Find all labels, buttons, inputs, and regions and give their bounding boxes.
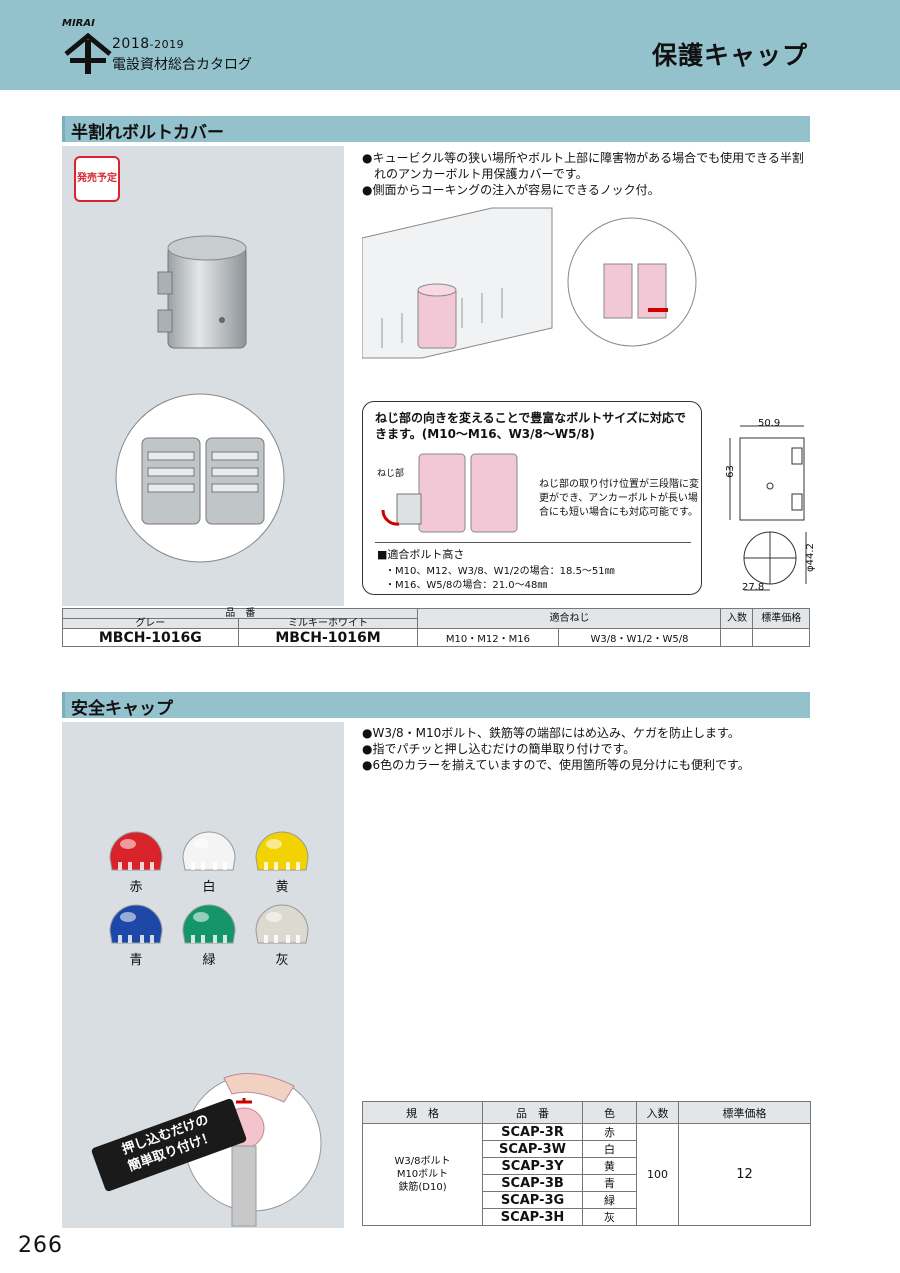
- spec-line: M10ボルト: [396, 1169, 449, 1180]
- feature-item: 指でパチッと押し込むだけの簡単取り付けです。: [362, 741, 812, 757]
- part-code: SCAP-3H: [482, 1208, 583, 1226]
- cap-label-white: 白: [202, 880, 216, 895]
- part-code: SCAP-3W: [482, 1140, 583, 1158]
- dimension-drawing: [729, 425, 807, 591]
- thread-metric: M10・M12・M16: [417, 628, 559, 647]
- cap-label-blue: 青: [129, 953, 143, 968]
- catalog-year: 2018-2019: [112, 36, 184, 52]
- color-caps-image: [109, 831, 309, 944]
- price-cell: [752, 628, 810, 647]
- dim-diameter: φ44.2: [804, 543, 816, 572]
- header-spec: 規 格: [362, 1101, 483, 1124]
- color-cell: 赤: [582, 1123, 637, 1141]
- installation-illustration: [362, 198, 697, 366]
- bolt-cover-cutaway-image: [115, 393, 285, 563]
- thread-inch: W3/8・W1/2・W5/8: [557, 628, 722, 647]
- color-cell: 灰: [582, 1208, 637, 1226]
- color-cell: 黄: [582, 1157, 637, 1175]
- header-white: ミルキーホワイト: [237, 618, 419, 629]
- cap-label-green: 緑: [202, 953, 216, 968]
- cap-label-grey: 灰: [275, 953, 289, 968]
- color-cell: 白: [582, 1140, 637, 1158]
- color-cell: 緑: [582, 1191, 637, 1209]
- safety-cap-spec-table: 規 格 品 番 色 入数 標準価格 W3/8ボルト M10ボルト鉄筋(D10) S…: [362, 1101, 811, 1226]
- callout-divider: [375, 542, 691, 543]
- cap-label-red: 赤: [129, 880, 143, 895]
- callout-title: ねじ部の向きを変えることで豊富なボルトサイズに対応できます。(M10〜M16、W…: [375, 411, 686, 441]
- part-code: SCAP-3R: [482, 1123, 583, 1141]
- part-code: SCAP-3Y: [482, 1157, 583, 1175]
- bolt-cover-spec-table: 品 番 適合ねじ 入数 標準価格 グレー ミルキーホワイト MBCH-1016G…: [61, 608, 810, 647]
- page-header: MIRAI 2018-2019 電設資材総合カタログ 保護キャップ: [0, 0, 900, 90]
- cap-1: [182, 831, 236, 871]
- header-price: 標準価格: [752, 608, 810, 629]
- part-code-white: MBCH-1016M: [237, 628, 419, 647]
- section-title: 安全キャップ: [71, 699, 173, 719]
- page-number: 266: [18, 1233, 63, 1258]
- safety-cap-features: W3/8・M10ボルト、鉄筋等の端部にはめ込み、ケガを防止します。 指でパチッと…: [362, 725, 812, 773]
- feature-item: W3/8・M10ボルト、鉄筋等の端部にはめ込み、ケガを防止します。: [362, 725, 812, 741]
- qty-cell: [720, 628, 754, 647]
- feature-item: 6色のカラーを揃えていますので、使用箇所等の見分けにも便利です。: [362, 757, 812, 773]
- header-qty: 入数: [720, 608, 754, 629]
- cap-5: [255, 904, 309, 944]
- part-code-grey: MBCH-1016G: [62, 628, 239, 647]
- cap-label-yellow: 黄: [275, 880, 289, 895]
- spec-line: 鉄筋(D10): [398, 1182, 447, 1193]
- section-bar-bolt-cover: 半割れボルトカバー: [62, 116, 810, 143]
- part-code: SCAP-3G: [482, 1191, 583, 1209]
- section-bar-safety-cap: 安全キャップ: [62, 692, 810, 719]
- page-title: 保護キャップ: [651, 41, 808, 70]
- bolt-cover-image: [157, 235, 247, 349]
- bolt-height-row: ・M10、M12、W3/8、W1/2の場合：18.5〜51㎜: [385, 566, 615, 577]
- price-cell: 12: [678, 1123, 811, 1226]
- feature-item: キュービクル等の狭い場所やボルト上部に障害物がある場合でも使用できる半割れのアン…: [362, 150, 812, 182]
- header-qty: 入数: [636, 1101, 679, 1124]
- part-code: SCAP-3B: [482, 1174, 583, 1192]
- thread-diagram: [381, 453, 518, 533]
- cap-4: [182, 904, 236, 944]
- header-part-number: 品 番: [482, 1101, 583, 1124]
- section-title: 半割れボルトカバー: [71, 123, 224, 143]
- cap-0: [109, 831, 163, 871]
- year-main: 2018: [112, 36, 150, 52]
- spec-line: W3/8ボルト: [394, 1156, 451, 1167]
- header-color: 色: [582, 1101, 637, 1124]
- header-part-number: 品 番: [61, 608, 419, 619]
- dim-height: 63: [724, 465, 736, 478]
- header-price: 標準価格: [678, 1101, 811, 1124]
- header-thread: 適合ねじ: [417, 608, 722, 629]
- dim-depth: 27.8: [742, 582, 765, 593]
- logo-text: MIRAI: [62, 18, 95, 29]
- cap-3: [109, 904, 163, 944]
- bolt-height-row: ・M16、W5/8の場合：21.0〜48㎜: [385, 580, 548, 591]
- cap-2: [255, 831, 309, 871]
- catalog-title: 電設資材総合カタログ: [112, 57, 252, 73]
- callout-note: ねじ部の取り付け位置が三段階に変更ができ、アンカーボルトが長い場合にも短い場合に…: [539, 479, 699, 518]
- thread-label: ねじ部: [377, 469, 405, 479]
- mirai-logo: MIRAI: [62, 18, 112, 74]
- qty-cell: 100: [636, 1123, 679, 1226]
- spec-cell: W3/8ボルト M10ボルト鉄筋(D10): [362, 1123, 483, 1226]
- feature-item: 側面からコーキングの注入が容易にできるノック付。: [362, 182, 812, 198]
- header-grey: グレー: [62, 618, 239, 629]
- year-suffix: -2019: [149, 38, 185, 51]
- color-cell: 青: [582, 1174, 637, 1192]
- dim-width: 50.9: [758, 418, 781, 429]
- bolt-size-callout: ねじ部の向きを変えることで豊富なボルトサイズに対応できます。(M10〜M16、W…: [362, 401, 702, 595]
- bolt-height-title: ■適合ボルト高さ: [377, 548, 465, 561]
- coming-soon-badge: 発売予定: [74, 156, 120, 202]
- bolt-cover-features: キュービクル等の狭い場所やボルト上部に障害物がある場合でも使用できる半割れのアン…: [362, 150, 812, 198]
